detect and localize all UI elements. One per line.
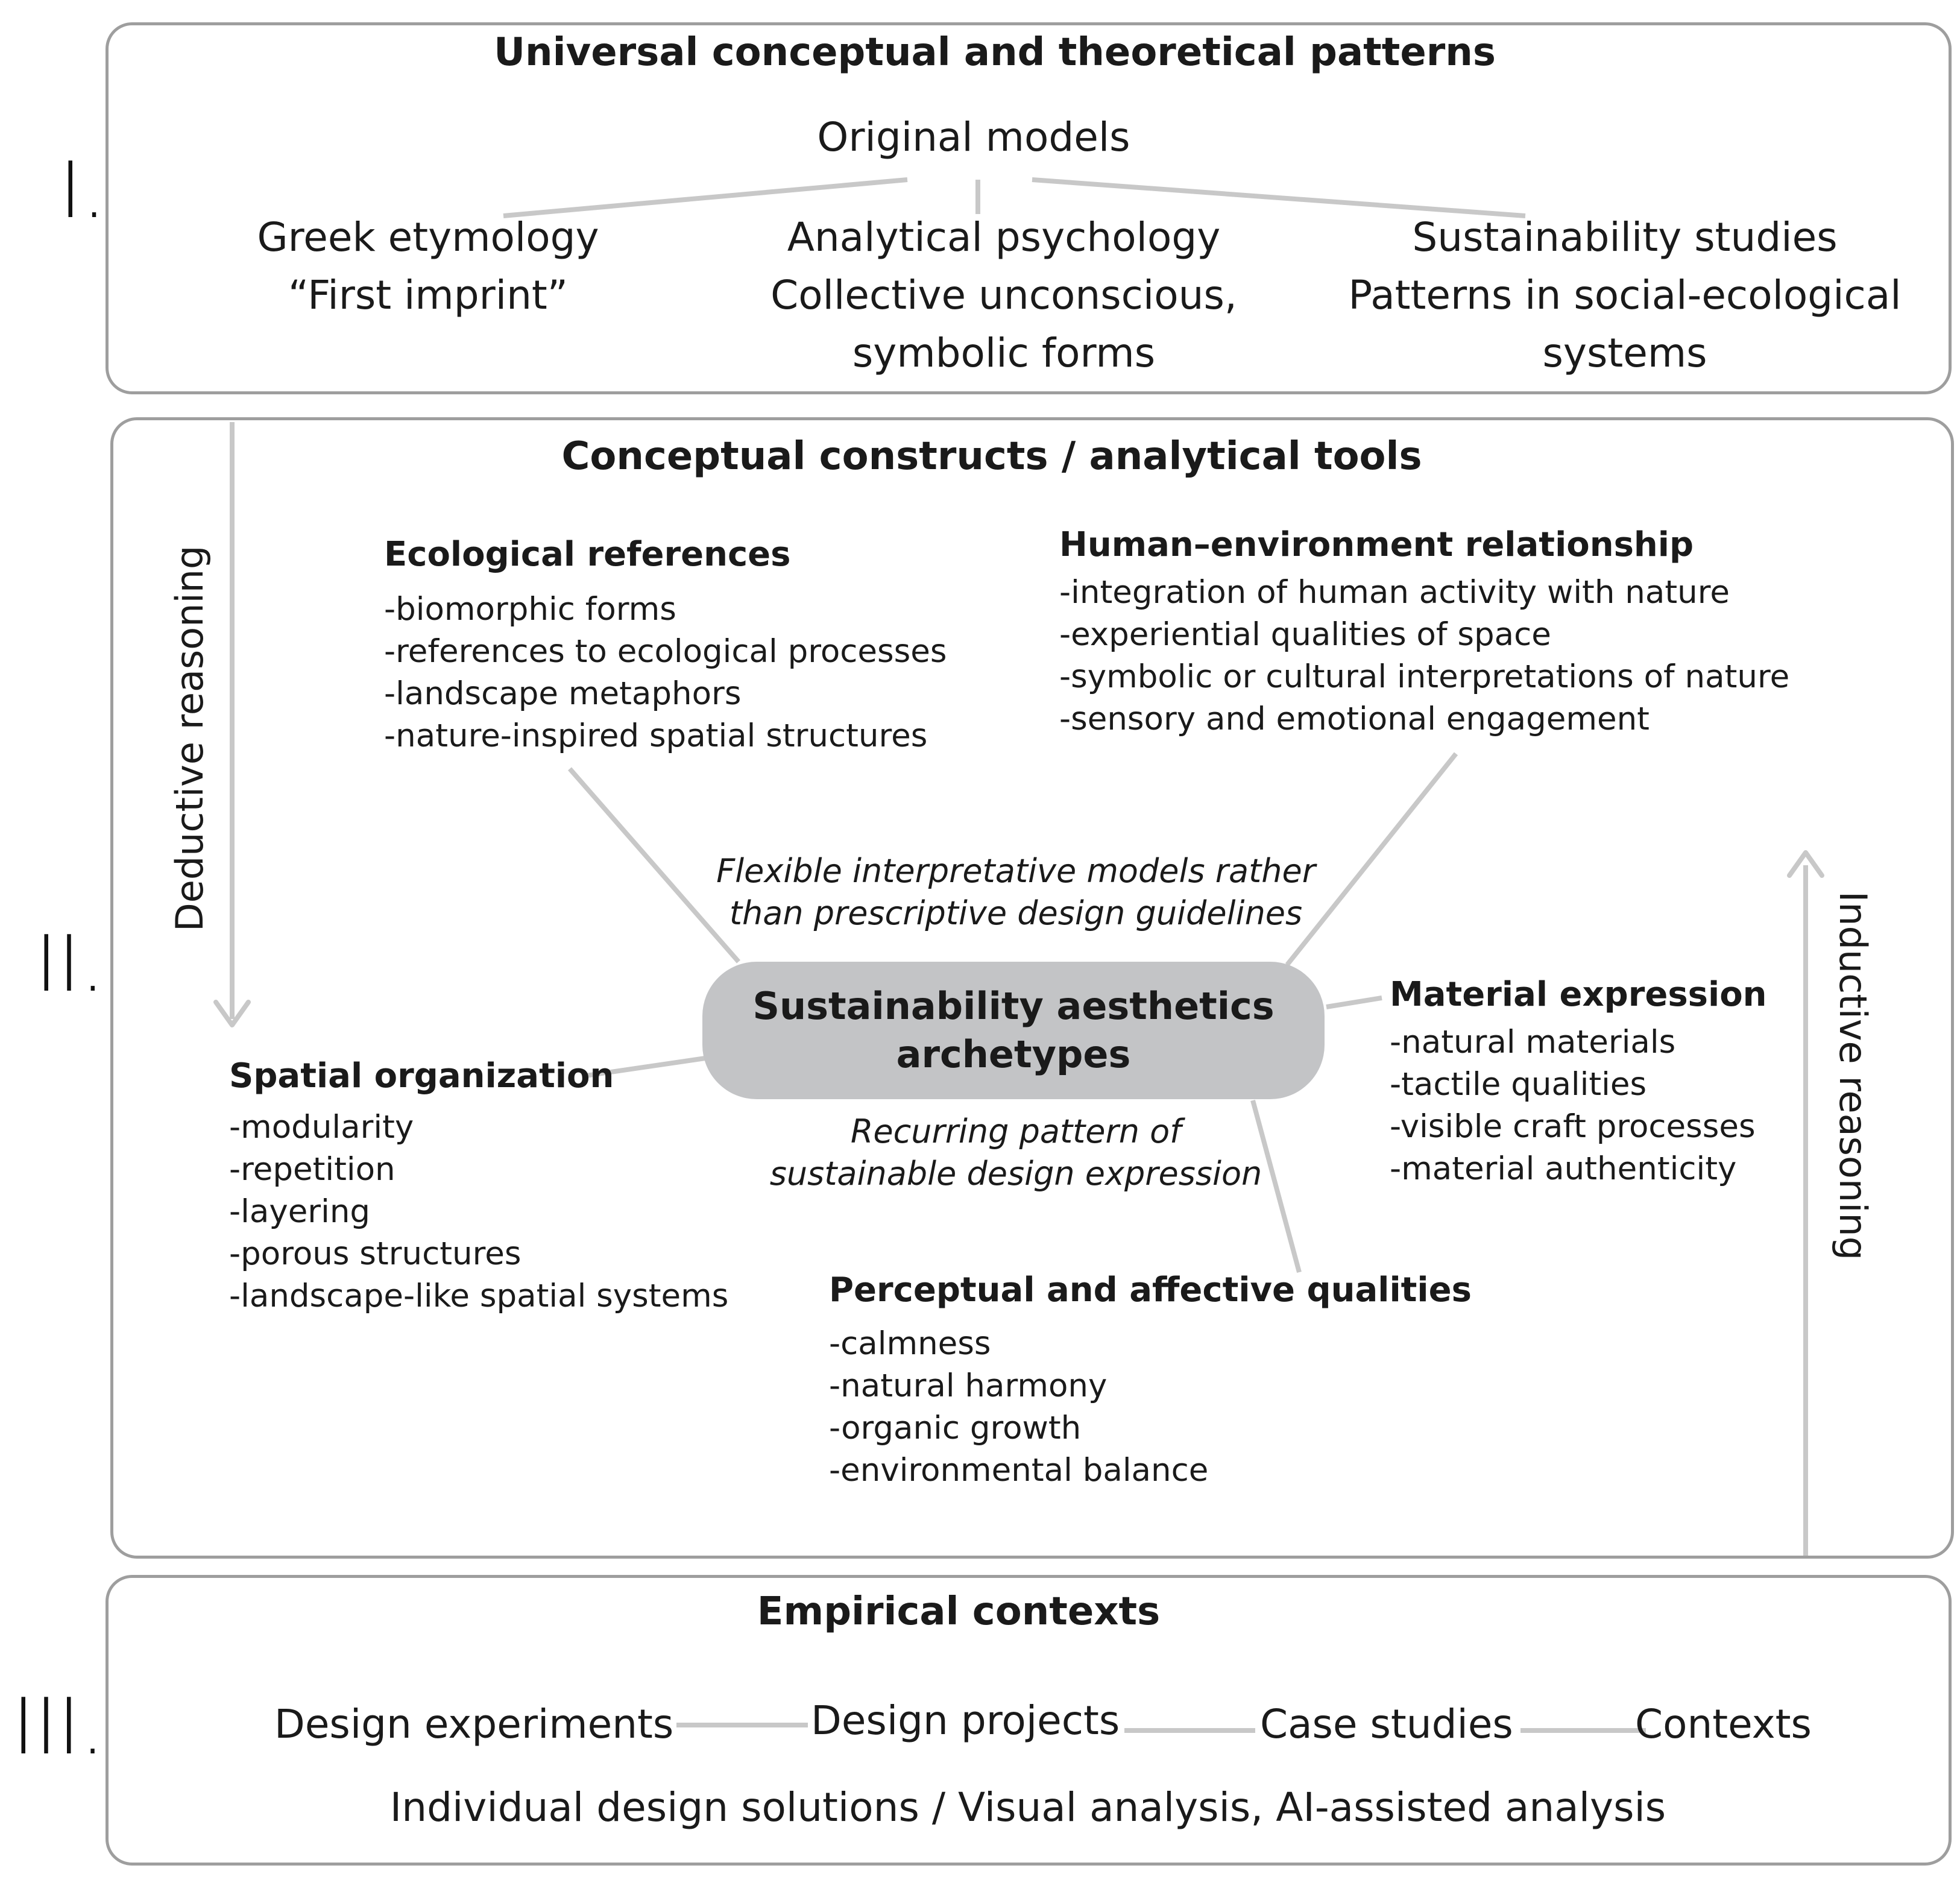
deductive-arrow-head xyxy=(213,1000,251,1027)
level1-numeral: I. xyxy=(59,146,107,236)
level2-numeral: II. xyxy=(35,920,106,1009)
connector-root-to-sustainability xyxy=(1032,177,1526,218)
level3-numeral: III. xyxy=(12,1682,105,1772)
level2-title: Conceptual constructs / analytical tools xyxy=(561,434,1422,479)
level2-box xyxy=(110,417,1954,1559)
branch-line: “First imprint” xyxy=(288,272,568,318)
branch-line: Collective unconscious, xyxy=(770,272,1237,318)
branch-line: Greek etymology xyxy=(257,214,599,260)
list-item: -organic growth xyxy=(829,1410,1082,1446)
chain-design-projects: Design projects xyxy=(811,1697,1120,1744)
list-item: -material authenticity xyxy=(1390,1150,1737,1187)
group-ecological-title: Ecological references xyxy=(384,535,791,574)
note-line: Recurring pattern of xyxy=(850,1112,1182,1150)
deductive-reasoning-label: Deductive reasoning xyxy=(168,545,212,932)
group-spatial-title: Spatial organization xyxy=(229,1056,614,1096)
chain-case-studies: Case studies xyxy=(1260,1701,1513,1747)
inductive-reasoning-label: Inductive reasoning xyxy=(1831,891,1875,1261)
level3-title: Empirical contexts xyxy=(757,1589,1161,1634)
list-item: -modularity xyxy=(229,1109,414,1146)
note-top: Flexible interpretative models rather th… xyxy=(705,850,1326,935)
center-archetypes-pill: Sustainability aesthetics archetypes xyxy=(702,962,1325,1099)
level1-root: Original models xyxy=(817,114,1130,160)
connector-center-to-perceptual xyxy=(1250,1099,1302,1273)
connector-center-to-human xyxy=(1285,752,1458,967)
group-perceptual-title: Perceptual and affective qualities xyxy=(829,1270,1472,1310)
list-item: -references to ecological processes xyxy=(384,633,947,670)
note-line: sustainable design expression xyxy=(769,1155,1262,1193)
list-item: -tactile qualities xyxy=(1390,1066,1647,1103)
level3-box xyxy=(106,1575,1952,1866)
connector-center-to-material xyxy=(1326,995,1382,1009)
group-spatial: Spatial organization -modularity -repeti… xyxy=(229,1052,728,1317)
chain-design-experiments: Design experiments xyxy=(274,1701,674,1747)
group-perceptual: Perceptual and affective qualities -calm… xyxy=(829,1266,1472,1492)
note-line: Flexible interpretative models rather xyxy=(716,852,1316,890)
level1-branch-greek: Greek etymology “First imprint” xyxy=(199,209,657,324)
level1-branch-psychology: Analytical psychology Collective unconsc… xyxy=(736,209,1272,382)
group-material-title: Material expression xyxy=(1390,975,1767,1014)
note-line: than prescriptive design guidelines xyxy=(729,894,1303,932)
level1-box xyxy=(106,22,1952,394)
branch-line: Analytical psychology xyxy=(787,214,1221,260)
list-item: -symbolic or cultural interpretations of… xyxy=(1059,658,1790,695)
chain-contexts: Contexts xyxy=(1635,1701,1812,1747)
list-item: -biomorphic forms xyxy=(384,591,676,628)
connector-root-to-greek xyxy=(503,177,908,218)
list-item: -repetition xyxy=(229,1151,395,1188)
branch-line: Sustainability studies xyxy=(1412,214,1838,260)
level3-footer: Individual design solutions / Visual ana… xyxy=(389,1784,1666,1831)
list-item: -porous structures xyxy=(229,1235,522,1272)
list-item: -layering xyxy=(229,1193,371,1230)
list-item: -visible craft processes xyxy=(1390,1108,1756,1145)
branch-line: symbolic forms xyxy=(852,330,1156,376)
inductive-arrow-head xyxy=(1787,850,1824,878)
branch-line: Patterns in social-ecological xyxy=(1348,272,1902,318)
list-item: -nature-inspired spatial structures xyxy=(384,718,928,754)
list-item: -landscape metaphors xyxy=(384,675,742,712)
level1-branch-sustainability: Sustainability studies Patterns in socia… xyxy=(1338,209,1911,382)
center-line: Sustainability aesthetics xyxy=(752,984,1275,1028)
list-item: -calmness xyxy=(829,1325,991,1362)
list-item: -landscape-like spatial systems xyxy=(229,1278,729,1314)
list-item: -natural materials xyxy=(1390,1024,1676,1061)
group-ecological: Ecological references -biomorphic forms … xyxy=(384,531,947,757)
list-item: -integration of human activity with natu… xyxy=(1059,574,1730,611)
connector-center-to-spatial xyxy=(581,1056,706,1079)
list-item: -experiential qualities of space xyxy=(1059,616,1551,653)
level1-title: Universal conceptual and theoretical pat… xyxy=(494,30,1496,75)
list-item: -environmental balance xyxy=(829,1452,1209,1489)
note-bottom: Recurring pattern of sustainable design … xyxy=(723,1111,1308,1195)
connector-center-to-ecological xyxy=(567,767,741,964)
center-line: archetypes xyxy=(896,1032,1131,1076)
group-human: Human–environment relationship -integrat… xyxy=(1059,521,1789,740)
branch-line: systems xyxy=(1542,330,1707,376)
list-item: -sensory and emotional engagement xyxy=(1059,701,1650,737)
list-item: -natural harmony xyxy=(829,1368,1108,1404)
center-label: Sustainability aesthetics archetypes xyxy=(752,982,1274,1079)
group-material: Material expression -natural materials -… xyxy=(1390,971,1767,1190)
group-human-title: Human–environment relationship xyxy=(1059,525,1694,564)
